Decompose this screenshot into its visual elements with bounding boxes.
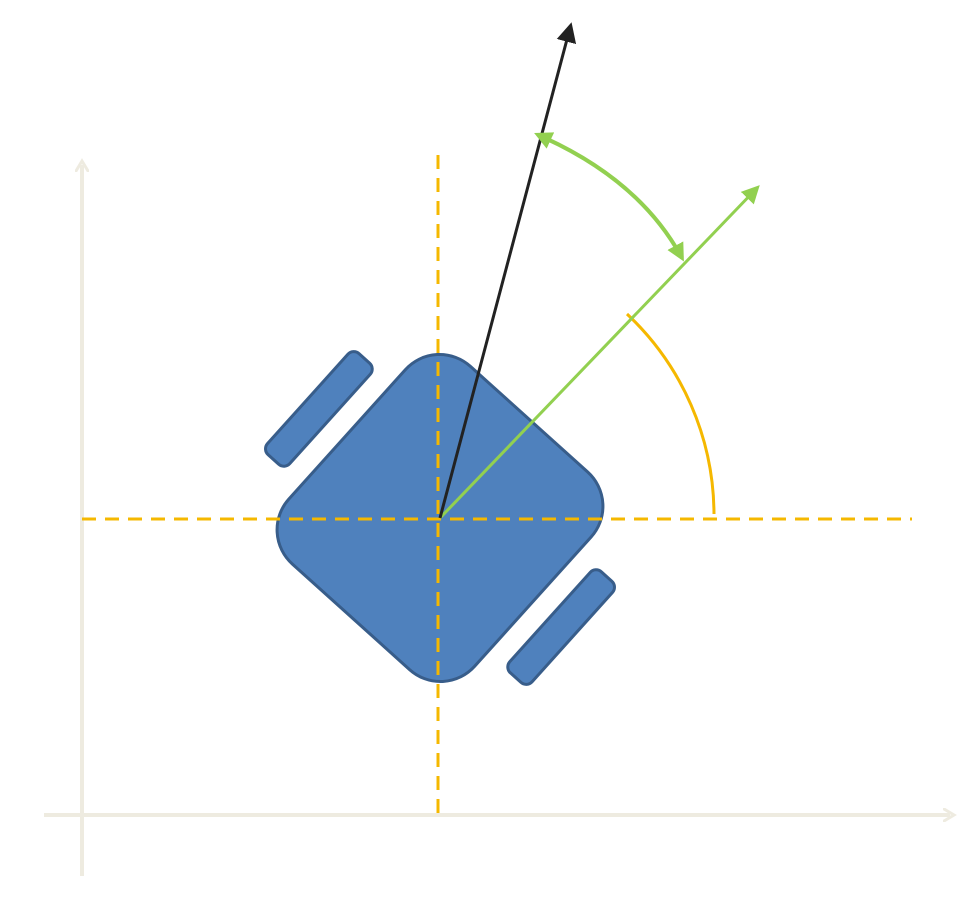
slip-angle-arc [534,132,684,262]
velocity-vector [438,22,577,519]
heading-vector [438,185,760,520]
dashed-reference-lines [82,155,912,815]
right-wheel [506,568,616,686]
left-wheel [264,350,374,468]
heading-angle-arc [625,312,716,515]
